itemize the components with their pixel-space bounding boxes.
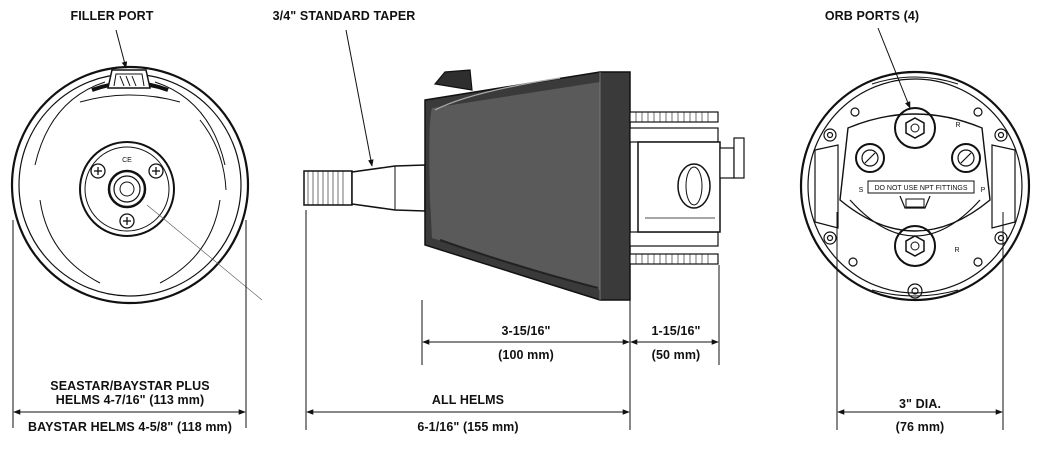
body-length-mm: (100 mm): [498, 348, 554, 362]
filler-port-label: FILLER PORT: [70, 9, 154, 23]
baystar-helms-dimension: BAYSTAR HELMS 4-5/8" (118 mm): [27, 420, 233, 434]
seastar-baystar-plus-label: SEASTAR/BAYSTAR PLUS: [50, 379, 210, 393]
orb-ports-label: ORB PORTS (4): [824, 9, 920, 23]
phillips-screw-icon: [148, 163, 164, 179]
diameter-mm: (76 mm): [895, 420, 945, 434]
rear-body: [629, 111, 745, 265]
port-label-p: P: [981, 187, 986, 194]
steering-shaft: [303, 164, 426, 212]
orb-port-p: [951, 143, 981, 173]
phillips-screw-icon: [119, 213, 135, 229]
side-dimensions: [305, 29, 720, 430]
orb-port-s: [855, 143, 885, 173]
phillips-screw-icon: [90, 163, 106, 179]
body-length-dimension: 3-15/16": [501, 324, 551, 338]
standard-taper-label: 3/4" STANDARD TAPER: [272, 9, 416, 23]
side-view: [303, 69, 745, 301]
orb-port-top: [894, 107, 936, 149]
front-dimensions: [12, 29, 247, 428]
rear-length-dimension: 1-15/16": [651, 324, 701, 338]
back-view: [799, 70, 1031, 302]
seastar-helms-dimension: HELMS 4-7/16" (113 mm): [55, 393, 205, 407]
back-dimensions: [836, 27, 1004, 430]
front-view: CE: [10, 65, 263, 305]
all-helms-dimension: 6-1/16" (155 mm): [417, 420, 519, 434]
filler-port: [107, 69, 151, 89]
rear-length-mm: (50 mm): [651, 348, 701, 362]
mount-hole: [823, 107, 1008, 299]
npt-warning-text: DO NOT USE NPT FITTINGS: [874, 185, 967, 192]
helm-housing: [424, 69, 631, 301]
diameter-label: 3" DIA.: [898, 397, 942, 411]
back-view-text: DO NOT USE NPT FITTINGS S P R R: [859, 122, 986, 254]
port-label-r-bottom: R: [954, 247, 959, 254]
all-helms-label: ALL HELMS: [431, 393, 505, 407]
orb-port-bottom: [894, 225, 936, 267]
port-label-s: S: [859, 187, 864, 194]
ce-mark: CE: [122, 157, 132, 164]
port-label-r-top: R: [955, 122, 960, 129]
